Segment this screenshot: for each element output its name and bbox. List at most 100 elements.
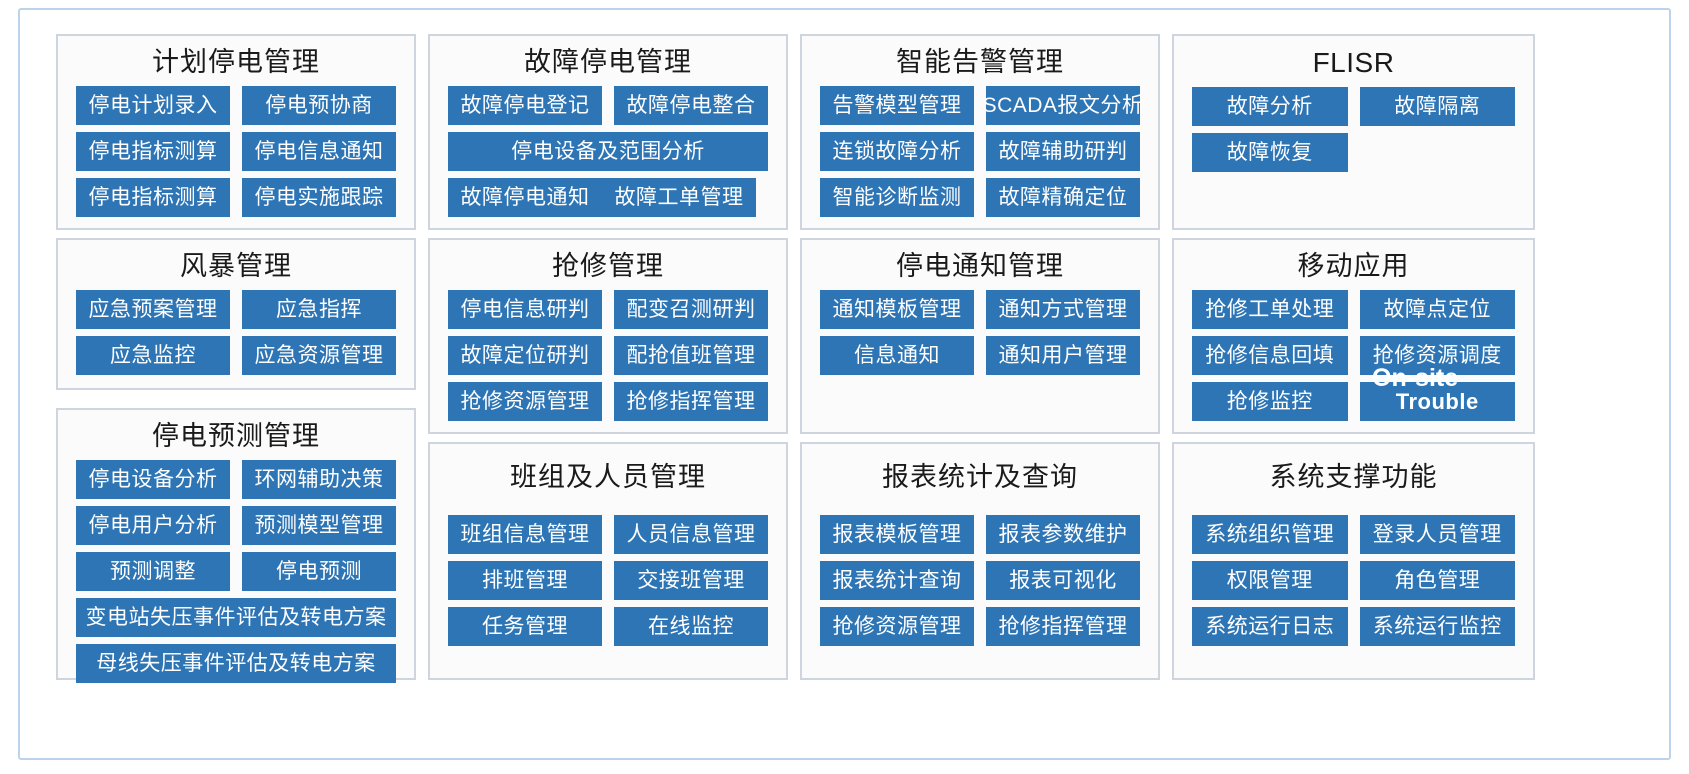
module-button[interactable]: 角色管理	[1359, 561, 1515, 600]
module-button[interactable]: 权限管理	[1192, 561, 1348, 600]
panel-button-grid: 停电信息研判 配变召测研判 故障定位研判 配抢值班管理 抢修资源管理 抢修指挥管…	[430, 282, 786, 438]
module-button[interactable]: 报表可视化	[986, 561, 1140, 600]
module-button[interactable]: 报表统计查询	[820, 561, 974, 600]
panel-title: 停电通知管理	[896, 251, 1064, 281]
module-button[interactable]: 停电设备分析	[76, 460, 230, 499]
module-button[interactable]: 停电指标测算	[76, 178, 230, 217]
panel-title: 停电预测管理	[152, 421, 320, 451]
panel-flisr[interactable]: FLISR 故障分析 故障隔离 故障恢复	[1172, 34, 1535, 230]
panel-emergency-repair-management[interactable]: 抢修管理 停电信息研判 配变召测研判 故障定位研判 配抢值班管理 抢修资源管理 …	[428, 238, 788, 434]
panel-team-and-personnel-management[interactable]: 班组及人员管理 班组信息管理 人员信息管理 排班管理 交接班管理 任务管理 在线…	[428, 442, 788, 680]
panel-title: 抢修管理	[552, 251, 664, 281]
module-button[interactable]: 系统运行监控	[1359, 607, 1515, 646]
panel-title: 移动应用	[1297, 251, 1410, 281]
panel-report-statistics-and-query[interactable]: 报表统计及查询 报表模板管理 报表参数维护 报表统计查询 报表可视化 抢修资源管…	[800, 442, 1160, 680]
module-button[interactable]: 停电信息研判	[448, 290, 602, 329]
panel-title: 风暴管理	[180, 251, 292, 281]
module-button[interactable]: 应急预案管理	[76, 290, 230, 329]
module-button[interactable]: 通知用户管理	[986, 336, 1140, 375]
module-button[interactable]: 抢修信息回填	[1192, 336, 1348, 375]
module-button[interactable]: 停电实施跟踪	[242, 178, 396, 217]
module-button[interactable]: 故障隔离	[1359, 87, 1515, 126]
module-button[interactable]: 抢修工单处理	[1192, 290, 1348, 329]
panel-outage-forecast-management[interactable]: 停电预测管理 停电设备分析 环网辅助决策 停电用户分析 预测模型管理 预测调整 …	[56, 408, 416, 683]
module-button[interactable]: 停电用户分析	[76, 506, 230, 545]
module-button[interactable]: 告警模型管理	[820, 86, 974, 125]
module-button[interactable]: 应急指挥	[242, 290, 396, 329]
panel-title: 报表统计及查询	[882, 462, 1078, 492]
module-button[interactable]: 任务管理	[448, 607, 602, 646]
module-button[interactable]: 停电信息通知	[242, 132, 396, 171]
module-button[interactable]: 应急资源管理	[242, 336, 396, 375]
module-button[interactable]: 预测调整	[76, 552, 230, 591]
panel-planned-outage-management[interactable]: 计划停电管理 停电计划录入 停电预协商 停电指标测算 停电信息通知 停电指标测算…	[56, 34, 416, 230]
panel-button-grid: 停电计划录入 停电预协商 停电指标测算 停电信息通知 停电指标测算 停电实施跟踪	[58, 78, 414, 234]
module-button[interactable]: 应急监控	[76, 336, 230, 375]
module-button[interactable]: 通知模板管理	[820, 290, 974, 329]
module-button[interactable]: 故障分析	[1192, 87, 1348, 126]
panel-outage-notification-management[interactable]: 停电通知管理 通知模板管理 通知方式管理 信息通知 通知用户管理	[800, 238, 1160, 434]
module-button[interactable]: 故障定位研判	[448, 336, 602, 375]
module-button[interactable]: 抢修监控	[1192, 382, 1348, 421]
module-button[interactable]: 排班管理	[448, 561, 602, 600]
module-button[interactable]: 故障工单管理	[602, 178, 756, 217]
module-button[interactable]: 配变召测研判	[614, 290, 768, 329]
module-button[interactable]: 通知方式管理	[986, 290, 1140, 329]
panel-button-grid: 报表模板管理 报表参数维护 报表统计查询 报表可视化 抢修资源管理 抢修指挥管理	[802, 493, 1158, 663]
module-button[interactable]: 环网辅助决策	[242, 460, 396, 499]
panel-title: FLISR	[1312, 47, 1395, 78]
panel-button-grid: 班组信息管理 人员信息管理 排班管理 交接班管理 任务管理 在线监控	[430, 493, 786, 663]
module-button[interactable]: 抢修资源管理	[820, 607, 974, 646]
module-button[interactable]: 预测模型管理	[242, 506, 396, 545]
module-button[interactable]: 母线失压事件评估及转电方案	[76, 644, 396, 683]
module-button[interactable]: Trouble	[1359, 382, 1515, 421]
module-button[interactable]: 停电计划录入	[76, 86, 230, 125]
module-button[interactable]: SCADA报文分析	[983, 86, 1143, 125]
panel-button-grid: 抢修工单处理 故障点定位 抢修信息回填 抢修资源调度 抢修监控 Trouble	[1174, 282, 1533, 438]
module-button[interactable]: 信息通知	[820, 336, 974, 375]
panel-intelligent-alarm-management[interactable]: 智能告警管理 告警模型管理 SCADA报文分析 连锁故障分析 故障辅助研判 智能…	[800, 34, 1160, 230]
panel-button-grid: 系统组织管理 登录人员管理 权限管理 角色管理 系统运行日志 系统运行监控	[1174, 493, 1533, 663]
module-button[interactable]: 停电预测	[242, 552, 396, 591]
panel-storm-management[interactable]: 风暴管理 应急预案管理 应急指挥 应急监控 应急资源管理	[56, 238, 416, 390]
module-button[interactable]: 智能诊断监测	[820, 178, 974, 217]
module-button[interactable]: 登录人员管理	[1359, 515, 1515, 554]
module-button[interactable]: 故障停电通知	[448, 178, 602, 217]
module-button[interactable]: 系统运行日志	[1192, 607, 1348, 646]
panel-title: 班组及人员管理	[510, 462, 706, 492]
panel-system-support-functions[interactable]: 系统支撑功能 系统组织管理 登录人员管理 权限管理 角色管理 系统运行日志 系统…	[1172, 442, 1535, 680]
module-button[interactable]: 交接班管理	[614, 561, 768, 600]
module-button[interactable]: 停电设备及范围分析	[448, 132, 768, 171]
module-button[interactable]: 停电预协商	[242, 86, 396, 125]
panel-mobile-application[interactable]: 移动应用 抢修工单处理 故障点定位 抢修信息回填 抢修资源调度 抢修监控 Tro…	[1172, 238, 1535, 434]
module-button[interactable]: 抢修资源管理	[448, 382, 602, 421]
module-button[interactable]: 抢修资源调度	[1359, 336, 1515, 375]
panel-title: 系统支撑功能	[1269, 462, 1438, 492]
panel-title: 故障停电管理	[524, 47, 692, 77]
panel-title: 智能告警管理	[896, 47, 1064, 77]
module-button[interactable]: 系统组织管理	[1192, 515, 1348, 554]
module-button[interactable]: 故障停电整合	[614, 86, 768, 125]
panel-button-grid: 故障停电登记 故障停电整合 停电设备及范围分析 故障停电通知 故障工单管理	[430, 78, 786, 234]
panel-button-grid: 应急预案管理 应急指挥 应急监控 应急资源管理	[58, 282, 414, 392]
module-button[interactable]: 停电指标测算	[76, 132, 230, 171]
module-button[interactable]: 抢修指挥管理	[614, 382, 768, 421]
diagram-frame: 计划停电管理 停电计划录入 停电预协商 停电指标测算 停电信息通知 停电指标测算…	[18, 8, 1671, 760]
module-button[interactable]: 班组信息管理	[448, 515, 602, 554]
module-button[interactable]: 报表参数维护	[986, 515, 1140, 554]
module-button[interactable]: 抢修指挥管理	[986, 607, 1140, 646]
module-button[interactable]: 连锁故障分析	[820, 132, 974, 171]
panel-button-grid: 告警模型管理 SCADA报文分析 连锁故障分析 故障辅助研判 智能诊断监测 故障…	[802, 78, 1158, 234]
module-button[interactable]: 故障精确定位	[986, 178, 1140, 217]
module-button[interactable]: 配抢值班管理	[614, 336, 768, 375]
panel-title: 计划停电管理	[152, 47, 320, 77]
module-button[interactable]: 故障恢复	[1192, 133, 1348, 172]
module-button[interactable]: 在线监控	[614, 607, 768, 646]
module-button[interactable]: 报表模板管理	[820, 515, 974, 554]
module-button[interactable]: 故障停电登记	[448, 86, 602, 125]
module-button[interactable]: 变电站失压事件评估及转电方案	[76, 598, 396, 637]
module-button[interactable]: 故障点定位	[1359, 290, 1515, 329]
panel-fault-outage-management[interactable]: 故障停电管理 故障停电登记 故障停电整合 停电设备及范围分析 故障停电通知 故障…	[428, 34, 788, 230]
module-button[interactable]: 故障辅助研判	[986, 132, 1140, 171]
module-button[interactable]: 人员信息管理	[614, 515, 768, 554]
